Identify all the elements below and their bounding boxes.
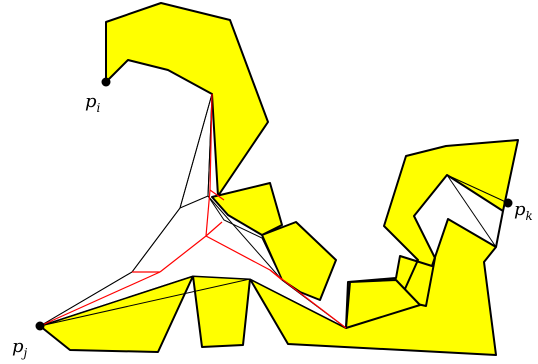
red-tree — [39, 93, 347, 329]
chord-2 — [131, 207, 181, 273]
chord-1 — [179, 93, 213, 209]
upper-spike-polygon — [211, 182, 283, 236]
chord-14 — [425, 257, 436, 307]
point-p-k — [503, 198, 513, 208]
chord-5 — [179, 195, 209, 209]
tree-edge-4 — [159, 235, 207, 273]
chord-3 — [39, 278, 251, 327]
points — [35, 77, 513, 331]
chord-4 — [39, 275, 194, 327]
upper-arm-polygon — [105, 2, 269, 197]
tree-edge-5 — [39, 271, 161, 327]
chord-13 — [446, 174, 497, 248]
bottom-tooth-polygon — [192, 275, 251, 348]
label-p-k: pk — [514, 199, 533, 223]
tree-edge-7 — [269, 269, 347, 329]
chord-12 — [413, 174, 448, 217]
chord-6 — [207, 195, 283, 281]
point-p-i — [101, 77, 111, 87]
right-notch-polygon — [345, 279, 421, 329]
label-p-j: pj — [12, 336, 28, 360]
label-p-i: pi — [85, 91, 101, 115]
chord-9 — [249, 278, 347, 329]
chord-11 — [446, 174, 509, 204]
tree-edge-3 — [205, 221, 223, 237]
tree-edge-6 — [205, 235, 271, 271]
point-p-j — [35, 321, 45, 331]
tree-edge-2 — [205, 189, 211, 237]
chord-10 — [39, 271, 133, 327]
tree-edge-10 — [269, 269, 283, 281]
tree-edge-9 — [209, 189, 225, 201]
tree-edge-1 — [209, 93, 213, 191]
